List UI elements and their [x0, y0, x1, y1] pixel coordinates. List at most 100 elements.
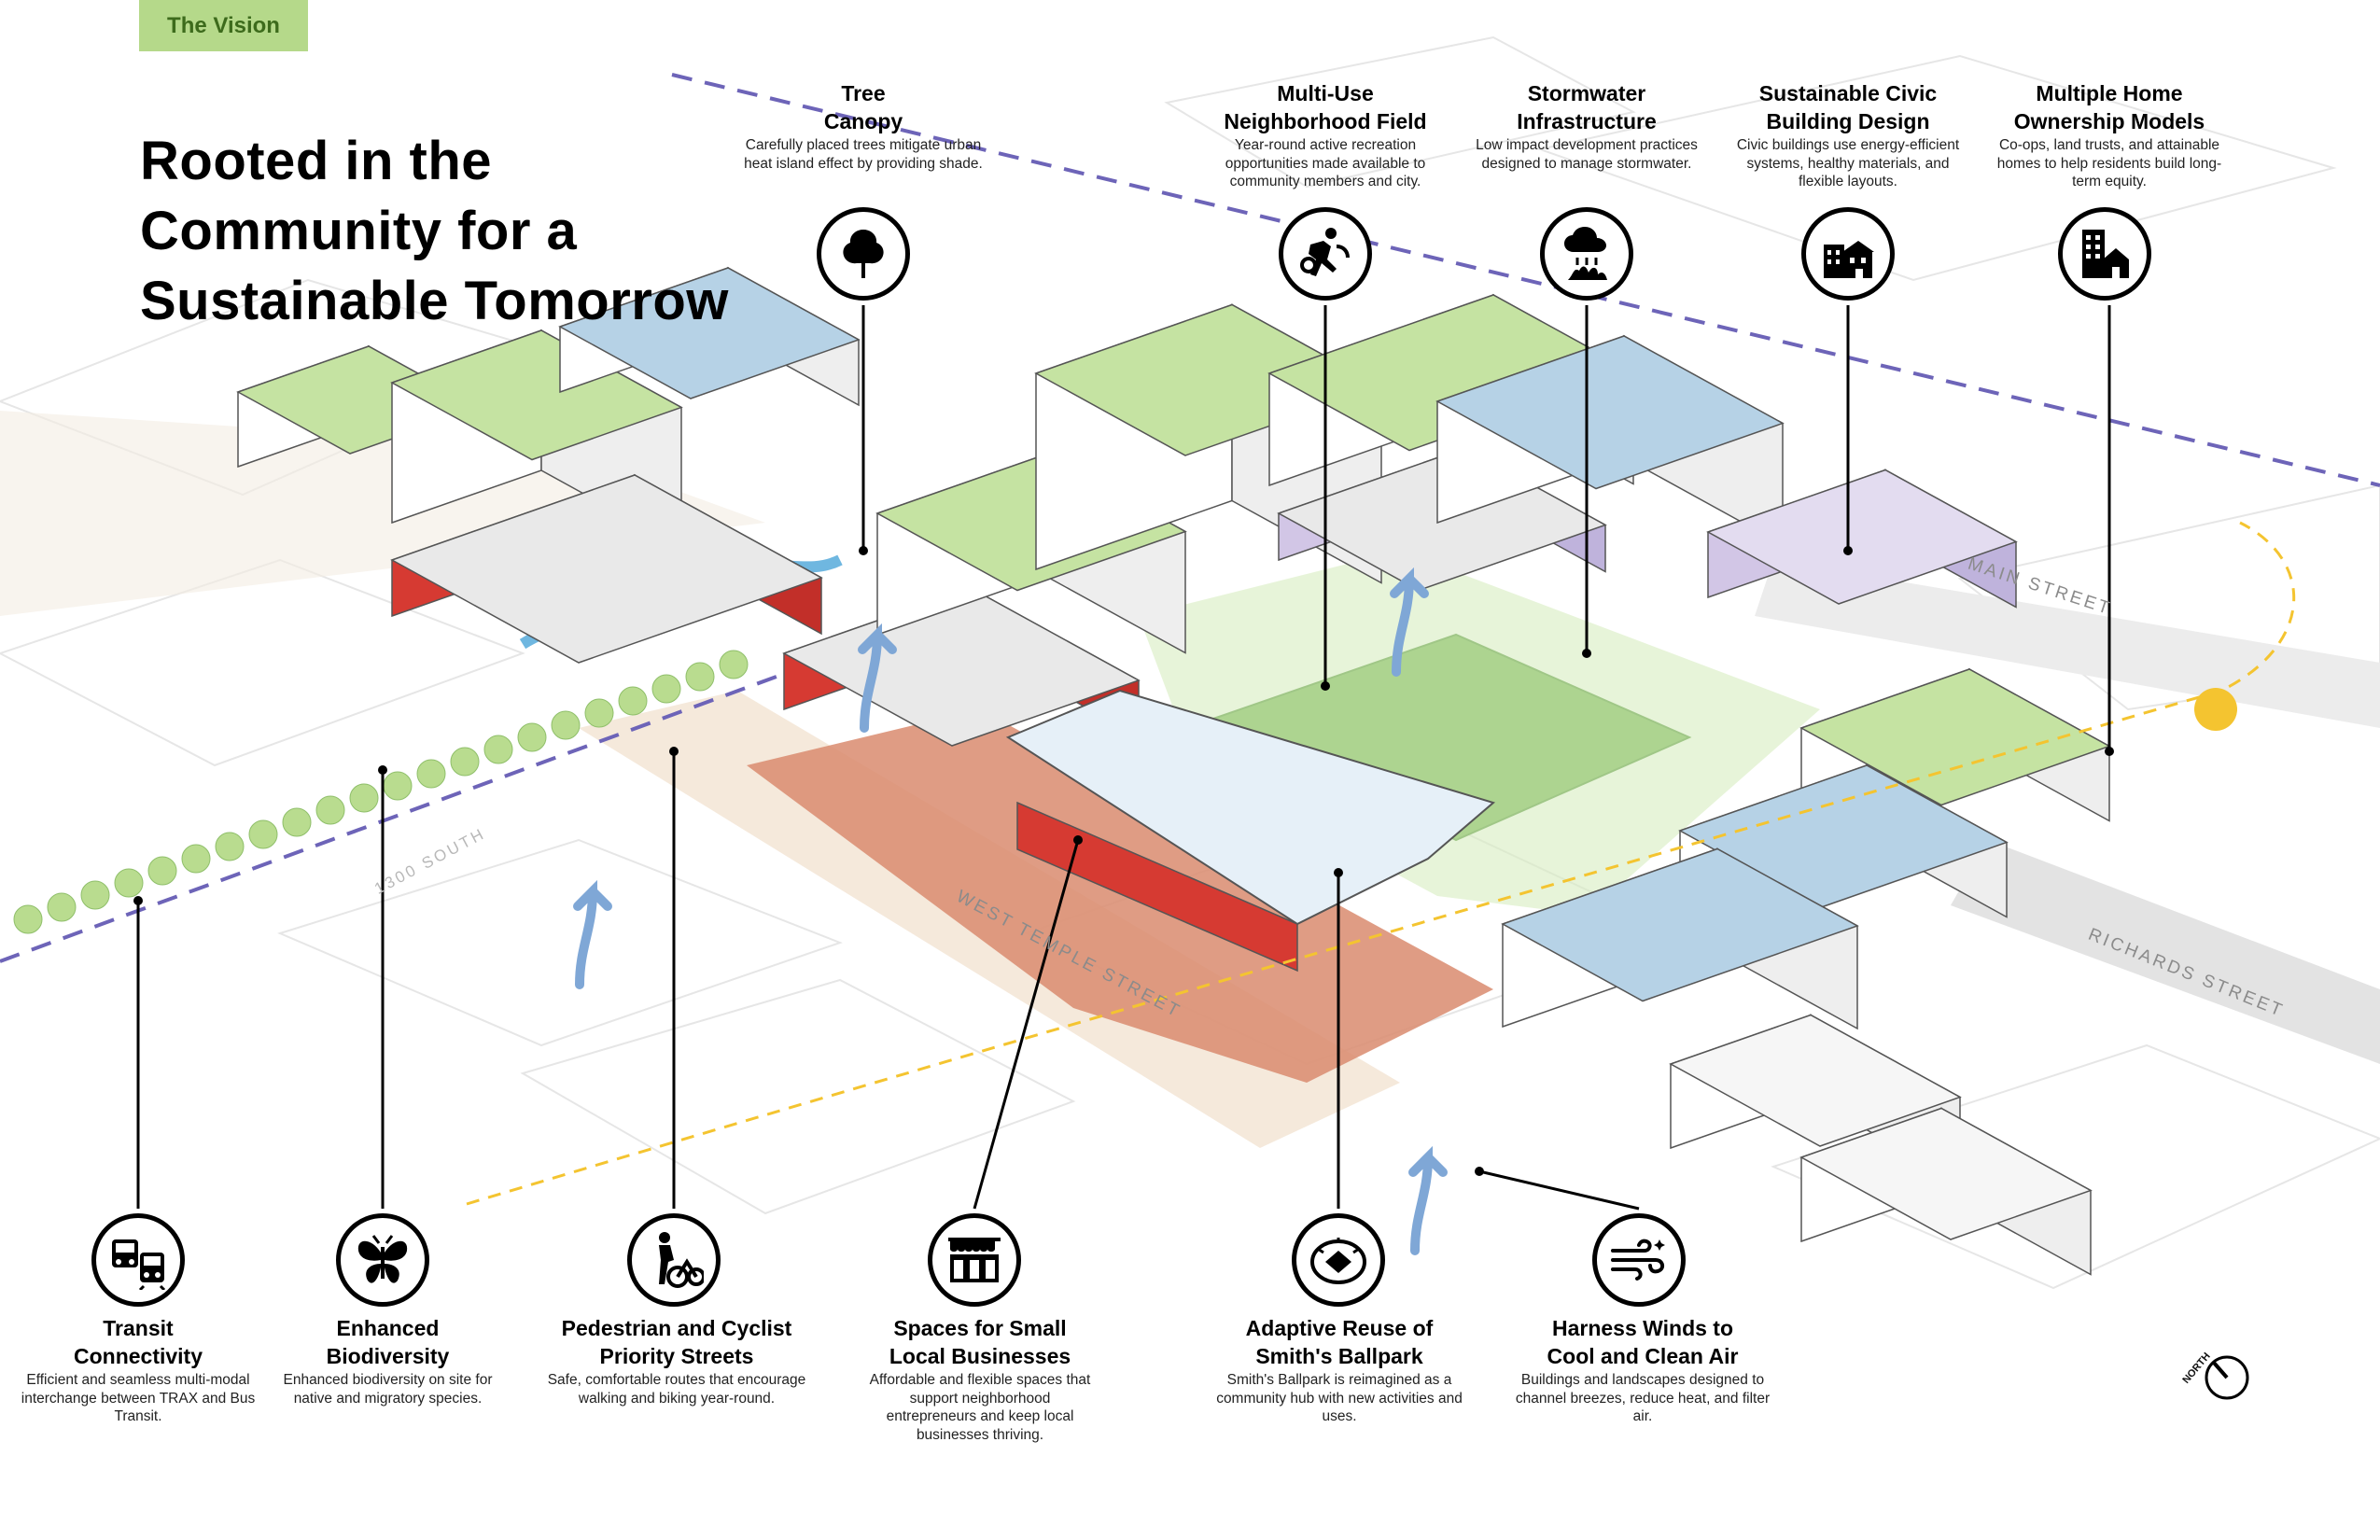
tree [181, 844, 211, 874]
callout-description: Civic buildings use energy-efficient sys… [1736, 137, 1960, 189]
leader-dot [1321, 681, 1330, 691]
tree [450, 747, 480, 777]
leader-dot [2105, 747, 2114, 756]
tree [383, 771, 413, 801]
site-content [0, 73, 2380, 1276]
trax-line-north [671, 73, 2380, 487]
transit-icon [91, 1213, 185, 1307]
callout-title: Tree Canopy [823, 81, 903, 133]
city-block-outline [1536, 54, 2337, 282]
building-roof [390, 474, 823, 664]
rain-cloud-icon [1540, 207, 1633, 301]
tree-icon [817, 207, 910, 301]
ballpark-icon [1292, 1213, 1385, 1307]
callout-title: Transit Connectivity [73, 1316, 203, 1368]
building-roof [1501, 847, 1859, 1002]
callout-description: Year-round active recreation opportuniti… [1225, 137, 1426, 189]
tree [685, 662, 715, 692]
civic-buildings-icon [1801, 207, 1895, 301]
trax-line-south [0, 651, 841, 963]
wind-icon [1592, 1213, 1686, 1307]
civic-building [1706, 469, 2018, 609]
tree [215, 832, 245, 861]
building-roof [875, 454, 1187, 592]
callout-small-business: Spaces for Small Local Businesses Afford… [863, 1314, 1097, 1444]
tree [13, 904, 43, 934]
callout-title: Adaptive Reuse of Smith's Ballpark [1245, 1316, 1434, 1368]
leader-dot [1843, 546, 1853, 555]
title-line-2: Community for a [140, 201, 578, 261]
tree [651, 674, 681, 704]
leader-dot [1475, 1167, 1484, 1176]
callout-description: Enhanced biodiversity on site for native… [283, 1372, 493, 1407]
richards-street [1951, 840, 2380, 1064]
tree [416, 759, 446, 789]
leader-dot [378, 765, 387, 775]
tree [248, 819, 278, 849]
building-west-solar [558, 266, 861, 407]
tree [584, 698, 614, 728]
callout-winds: Harness Winds to Cool and Clean Air Buil… [1512, 1314, 1773, 1426]
ballpark-plaza [747, 709, 1493, 1083]
callout-title: Enhanced Biodiversity [326, 1316, 450, 1368]
callout-description: Co-ops, land trusts, and attainable home… [1996, 137, 2222, 189]
main-street [1755, 560, 2380, 728]
building-roof [558, 267, 861, 399]
callout-title: Harness Winds to Cool and Clean Air [1547, 1316, 1739, 1368]
leader-dot [859, 546, 868, 555]
ballpark-canopy [1005, 689, 1496, 926]
page-title: Rooted in the Community for a Sustainabl… [140, 126, 849, 336]
tree [282, 807, 312, 837]
leader-line [1478, 1169, 1640, 1211]
tree [114, 868, 144, 898]
section-tab: The Vision [139, 0, 308, 51]
callout-description: Smith's Ballpark is reimagined as a comm… [1216, 1372, 1463, 1424]
callout-stormwater: Stormwater Infrastructure Low impact dev… [1465, 79, 1708, 173]
callout-ballpark: Adaptive Reuse of Smith's Ballpark Smith… [1209, 1314, 1470, 1426]
tree [47, 892, 77, 922]
tree [719, 650, 749, 679]
wind-arrow [1408, 1145, 1448, 1255]
tree [147, 856, 177, 886]
city-block-outline [1164, 35, 1636, 189]
tree [80, 880, 110, 910]
building-roof [1669, 1014, 1962, 1147]
housing-icon [2058, 207, 2151, 301]
leader-dot [1073, 835, 1083, 845]
leader-dot [1334, 868, 1343, 877]
wind-arrow [573, 879, 612, 989]
title-line-3: Sustainable Tomorrow [140, 271, 729, 331]
callout-pedestrian: Pedestrian and Cyclist Priority Streets … [541, 1314, 812, 1407]
tree [483, 735, 513, 764]
callout-description: Efficient and seamless multi-modal inter… [21, 1372, 256, 1424]
athlete-icon [1279, 207, 1372, 301]
building-roof [1435, 335, 1785, 490]
sun-icon [2194, 688, 2237, 731]
tree [517, 722, 547, 752]
sun-path [466, 521, 2296, 1206]
north-arrow: NORTH [2180, 1342, 2257, 1417]
market-stalls-icon [928, 1213, 1021, 1307]
butterfly-icon [336, 1213, 429, 1307]
city-block-outline [520, 978, 1076, 1215]
callout-home-ownership: Multiple Home Ownership Models Co-ops, l… [1983, 79, 2235, 191]
building-roof [390, 329, 683, 461]
callout-biodiversity: Enhanced Biodiversity Enhanced biodivers… [269, 1314, 507, 1407]
city-block-outline [277, 838, 843, 1047]
callout-multi-use-field: Multi-Use Neighborhood Field Year-round … [1204, 79, 1447, 191]
wind-arrow [1390, 567, 1429, 677]
building-east-south [1501, 847, 1859, 1030]
building-roof [1706, 469, 2018, 605]
building-west-podium [390, 473, 823, 664]
callout-description: Safe, comfortable routes that encourage … [547, 1372, 806, 1407]
callout-title: Pedestrian and Cyclist Priority Streets [561, 1316, 792, 1368]
callout-title: Sustainable Civic Building Design [1758, 81, 1938, 133]
leader-line [973, 839, 1080, 1210]
city-block-outline [1771, 1043, 2380, 1290]
ballpark-base [1016, 801, 1298, 973]
callout-description: Low impact development practices designe… [1476, 137, 1698, 172]
leader-dot [669, 747, 679, 756]
callout-title: Spaces for Small Local Businesses [889, 1316, 1071, 1368]
